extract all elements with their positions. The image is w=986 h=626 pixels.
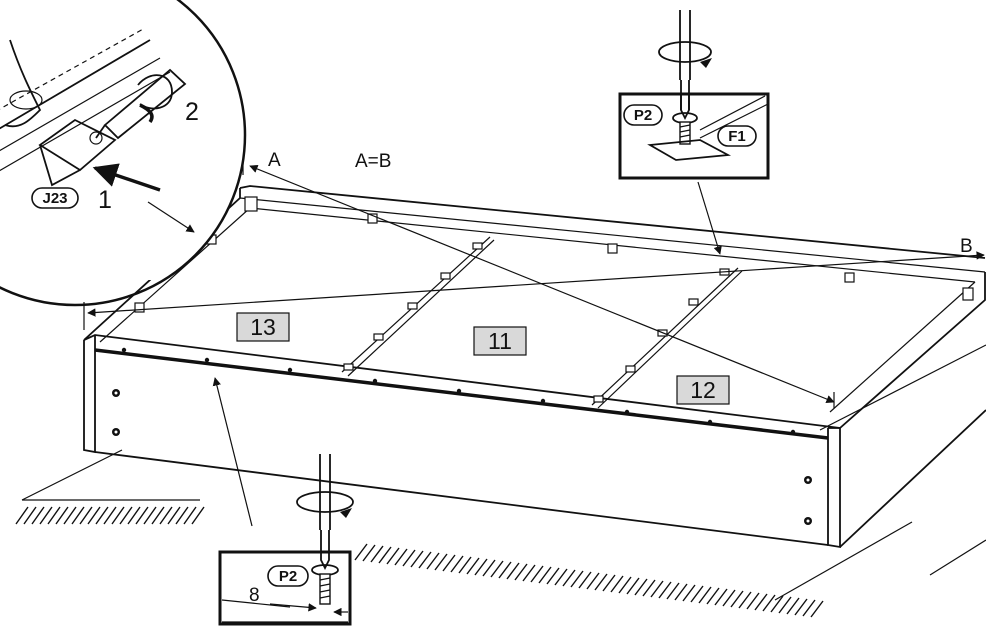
rail-brackets bbox=[134, 196, 974, 313]
top-screw-code: P2 bbox=[634, 107, 652, 124]
plate-badge: F1 bbox=[717, 125, 757, 147]
top-screw-badge: P2 bbox=[623, 104, 663, 126]
top-screw-detail: P2 F1 bbox=[618, 10, 770, 255]
floor-hatching-middle bbox=[354, 543, 824, 618]
part-label-11: 11 bbox=[473, 326, 527, 356]
step-number-2: 2 bbox=[185, 98, 199, 126]
step-number-1: 1 bbox=[98, 186, 112, 214]
floor-outline bbox=[21, 344, 986, 601]
floor-hatching-left bbox=[15, 506, 205, 525]
plate-code: F1 bbox=[728, 128, 746, 145]
bottom-screw-code: P2 bbox=[279, 568, 297, 585]
measure-equation: A=B bbox=[355, 151, 391, 172]
end-post-holes bbox=[112, 389, 812, 525]
bracket-code: J23 bbox=[42, 190, 67, 207]
part-label-12: 12 bbox=[676, 375, 730, 405]
seam-clips bbox=[343, 242, 730, 403]
cabinet-body bbox=[83, 185, 986, 549]
part-label-13: 13 bbox=[236, 312, 290, 342]
part-number-11: 11 bbox=[488, 328, 512, 354]
part-number-13: 13 bbox=[250, 314, 276, 340]
bottom-screw-badge: P2 bbox=[267, 565, 309, 587]
measure-label-b: B bbox=[960, 236, 973, 257]
diagonal-measure-a: A bbox=[242, 150, 835, 408]
bracket-badge: J23 bbox=[31, 187, 79, 209]
measure-label-a: A bbox=[268, 150, 281, 171]
bottom-screw-detail: P2 8 bbox=[212, 377, 354, 626]
part-number-12: 12 bbox=[690, 377, 716, 403]
bracket-detail-callout: J23 1 2 bbox=[0, 0, 247, 307]
diagonal-measure-b: B bbox=[83, 236, 985, 330]
depth-measure-label: 8 bbox=[249, 585, 260, 606]
